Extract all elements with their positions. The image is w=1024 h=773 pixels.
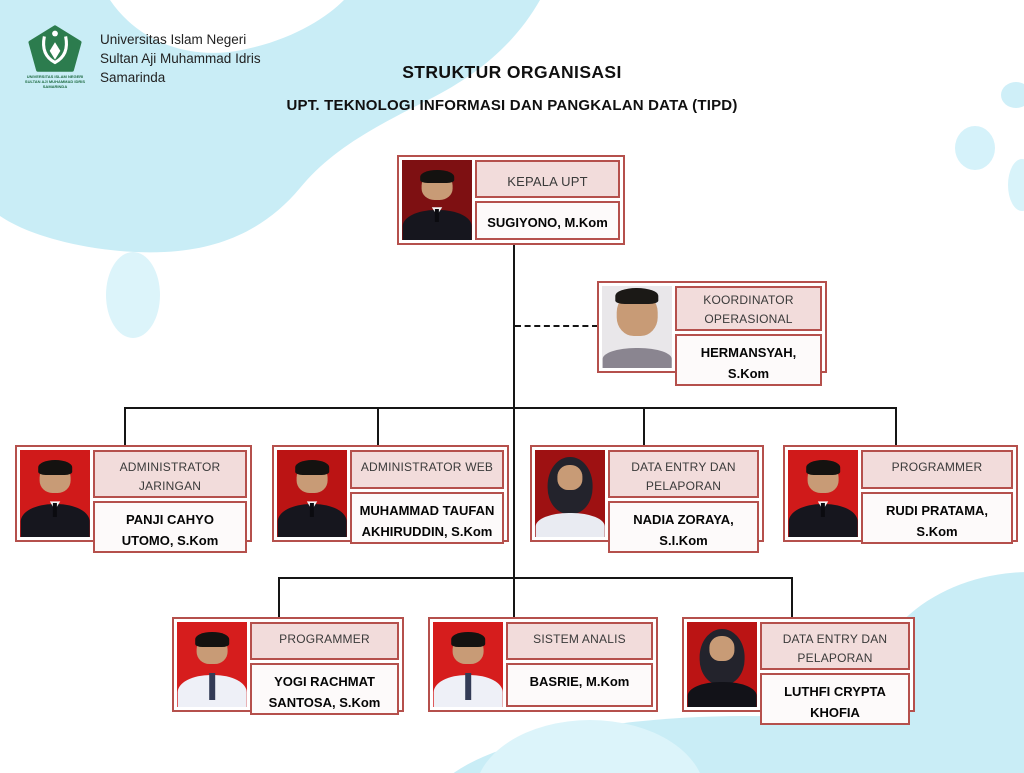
photo-administrator-jaringan [20,450,90,537]
photo-kepala-upt [402,160,472,240]
card-programmer-1: PROGRAMMER RUDI PRATAMA, S.Kom [783,445,1018,545]
logo-caption-line: UNIVERSITAS ISLAM NEGERI [26,74,84,79]
role-box-data-entry-1: DATA ENTRY DAN PELAPORAN [608,450,759,498]
role-box-administrator-jaringan: ADMINISTRATOR JARINGAN [93,450,247,498]
university-logo: UNIVERSITAS ISLAM NEGERI SULTAN AJI MUHA… [24,24,86,89]
connector-drop-data-entry-2 [791,577,793,619]
university-name-line: Sultan Aji Muhammad Idris [100,51,261,66]
name-box-programmer-1: RUDI PRATAMA, S.Kom [861,492,1013,545]
page-title: STRUKTUR ORGANISASI [402,62,622,82]
card-programmer-2: PROGRAMMER YOGI RACHMAT SANTOSA, S.Kom [172,617,404,716]
photo-programmer-1 [788,450,858,537]
card-data-entry-pelaporan-1: DATA ENTRY DAN PELAPORAN NADIA ZORAYA, S… [530,445,764,553]
card-administrator-web: ADMINISTRATOR WEB MUHAMMAD TAUFAN AKHIRU… [272,445,509,545]
photo-administrator-web [277,450,347,537]
university-name-line: Samarinda [100,70,166,85]
connector-row1-horizontal [124,407,897,409]
photo-data-entry-2 [687,622,757,707]
photo-sistem-analis [433,622,503,707]
photo-programmer-2 [177,622,247,707]
connector-drop-programmer-1 [895,407,897,447]
connector-drop-programmer-2 [278,577,280,619]
logo-caption-line: SAMARINDA [42,84,68,89]
role-box-sistem-analis: SISTEM ANALIS [506,622,653,661]
role-box-programmer-1: PROGRAMMER [861,450,1013,490]
card-sistem-analis: SISTEM ANALIS BASRIE, M.Kom [428,617,658,712]
university-header: UNIVERSITAS ISLAM NEGERI SULTAN AJI MUHA… [24,24,261,89]
role-box-kepala-upt: KEPALA UPT [475,160,620,199]
card-koordinator-operasional: KOORDINATOR OPERASIONAL HERMANSYAH, S.Ko… [597,281,827,386]
university-name-line: Universitas Islam Negeri [100,32,247,47]
card-administrator-jaringan: ADMINISTRATOR JARINGAN PANJI CAHYO UTOMO… [15,445,252,553]
page-subtitle: UPT. TEKNOLOGI INFORMASI DAN PANGKALAN D… [286,97,738,114]
name-box-kepala-upt: SUGIYONO, M.Kom [475,201,620,240]
connector-head-down [513,245,515,409]
name-box-administrator-jaringan: PANJI CAHYO UTOMO, S.Kom [93,501,247,553]
connector-dashed-coordinator [515,325,598,327]
photo-data-entry-1 [535,450,605,537]
name-box-sistem-analis: BASRIE, M.Kom [506,663,653,707]
role-box-administrator-web: ADMINISTRATOR WEB [350,450,504,490]
connector-drop-sistem-analis [513,577,515,619]
logo-caption-line: SULTAN AJI MUHAMMAD IDRIS [24,79,86,84]
photo-koordinator [602,286,672,368]
card-data-entry-pelaporan-2: DATA ENTRY DAN PELAPORAN LUTHFI CRYPTA K… [682,617,915,725]
connector-drop-admin-jaringan [124,407,126,447]
name-box-koordinator: HERMANSYAH, S.Kom [675,334,822,386]
connector-drop-data-entry-1 [643,407,645,447]
role-box-data-entry-2: DATA ENTRY DAN PELAPORAN [760,622,910,670]
name-box-data-entry-2: LUTHFI CRYPTA KHOFIA [760,673,910,725]
connector-center-down [513,407,515,579]
university-name: Universitas Islam Negeri Sultan Aji Muha… [100,24,261,89]
role-box-programmer-2: PROGRAMMER [250,622,399,661]
name-box-administrator-web: MUHAMMAD TAUFAN AKHIRUDDIN, S.Kom [350,492,504,545]
role-box-koordinator: KOORDINATOR OPERASIONAL [675,286,822,331]
connector-row2-horizontal [278,577,793,579]
uin-logo-emblem [28,25,82,72]
name-box-programmer-2: YOGI RACHMAT SANTOSA, S.Kom [250,663,399,716]
card-kepala-upt: KEPALA UPT SUGIYONO, M.Kom [397,155,625,245]
connector-drop-admin-web [377,407,379,447]
name-box-data-entry-1: NADIA ZORAYA, S.I.Kom [608,501,759,553]
